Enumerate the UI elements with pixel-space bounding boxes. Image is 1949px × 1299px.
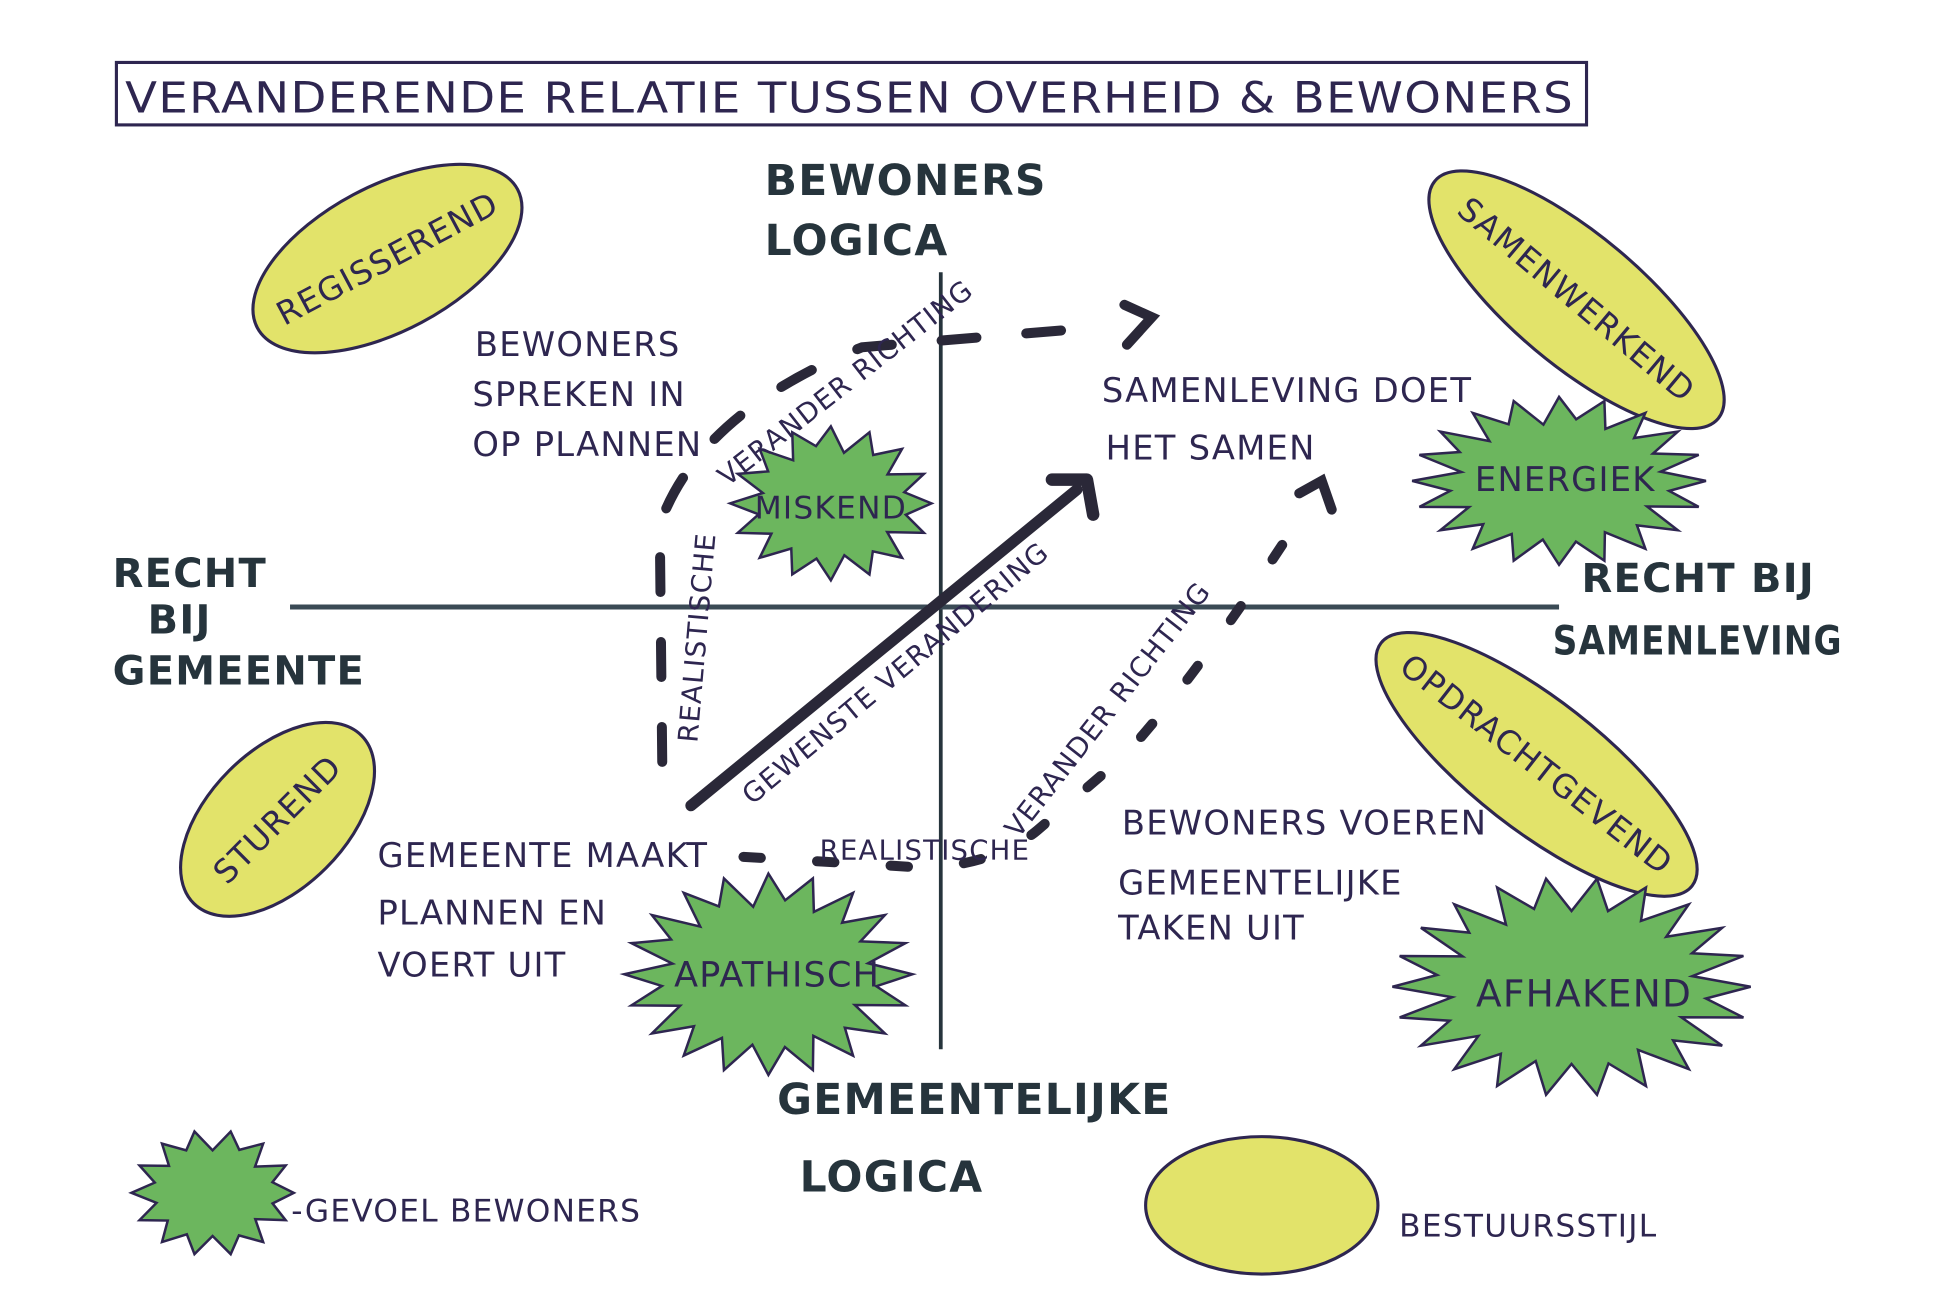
feeling-miskend: MISKEND [755,490,907,526]
feeling-energiek: ENERGIEK [1475,460,1656,499]
feeling-afhakend: AFHAKEND [1476,972,1692,1016]
statement-top-left-2: SPREKEN IN [472,375,686,414]
realistic-bottom-label-a: REALISTISCHE [820,835,1031,866]
statement-top-left-3: OP PLANNEN [472,425,702,464]
star-afhakend [1392,876,1751,1098]
title-box [114,60,1589,127]
axis-top-line2: LOGICA [765,217,949,266]
statement-bottom-right-1: BEWONERS VOEREN [1122,803,1487,842]
legend-feeling-label: -GEVOEL BEWONERS [291,1194,641,1230]
dashed-path [654,322,1105,767]
legend-style-label: BESTUURSSTIJL [1399,1209,1657,1245]
legend-star-icon [128,1129,297,1257]
legend-style-ellipse [1144,1135,1380,1276]
yellow-ellipse [1374,631,1699,898]
yellow-ellipse [1427,169,1726,431]
statement-top-right-2: HET SAMEN [1106,429,1316,468]
axis-left-line3: GEMEENTE [113,648,365,694]
yellow-ellipse [179,720,377,918]
style-label: OPDRACHTGEVEND [1393,646,1680,882]
statement-bottom-right-2: GEMEENTELIJKE [1118,863,1403,902]
star-miskend [726,424,935,583]
feeling-apathisch: APATHISCH [674,956,880,996]
arrowhead-icon [1119,299,1161,350]
realistic-top-label-a: REALISTISCHE [673,531,722,743]
arrowhead-icon [1045,473,1100,521]
arrowhead-icon [1294,473,1337,515]
axis-right-line1: RECHT BIJ [1582,556,1815,602]
axis-right-line2: SAMENLEVING [1553,618,1843,664]
statement-top-left-1: BEWONERS [475,325,681,364]
axis-bottom-line2: LOGICA [800,1154,984,1203]
arrow-shaft [685,484,1083,812]
title: VERANDERENDE RELATIE TUSSEN OVERHEID & B… [125,74,1574,123]
statement-bottom-left-3: VOERT UIT [377,946,566,985]
axis-top-line1: BEWONERS [765,157,1047,206]
star-apathisch [619,870,918,1078]
statement-bottom-right-3: TAKEN UIT [1117,908,1305,947]
yellow-ellipse [251,162,524,355]
axis-left-line2: BIJ [148,597,212,643]
axis-left-line1: RECHT [113,551,267,597]
statement-bottom-left-1: GEMEENTE MAAKT [377,836,708,875]
star-energiek [1411,394,1707,568]
desired-change-label: GEWENSTE VERANDERING [737,537,1056,811]
dashed-path [738,494,1317,874]
statement-bottom-left-2: PLANNEN EN [377,893,607,932]
style-sturend: STUREND [179,720,377,918]
axis-bottom-line1: GEMEENTELIJKE [777,1076,1171,1125]
statement-top-right-1: SAMENLEVING DOET [1102,371,1472,410]
